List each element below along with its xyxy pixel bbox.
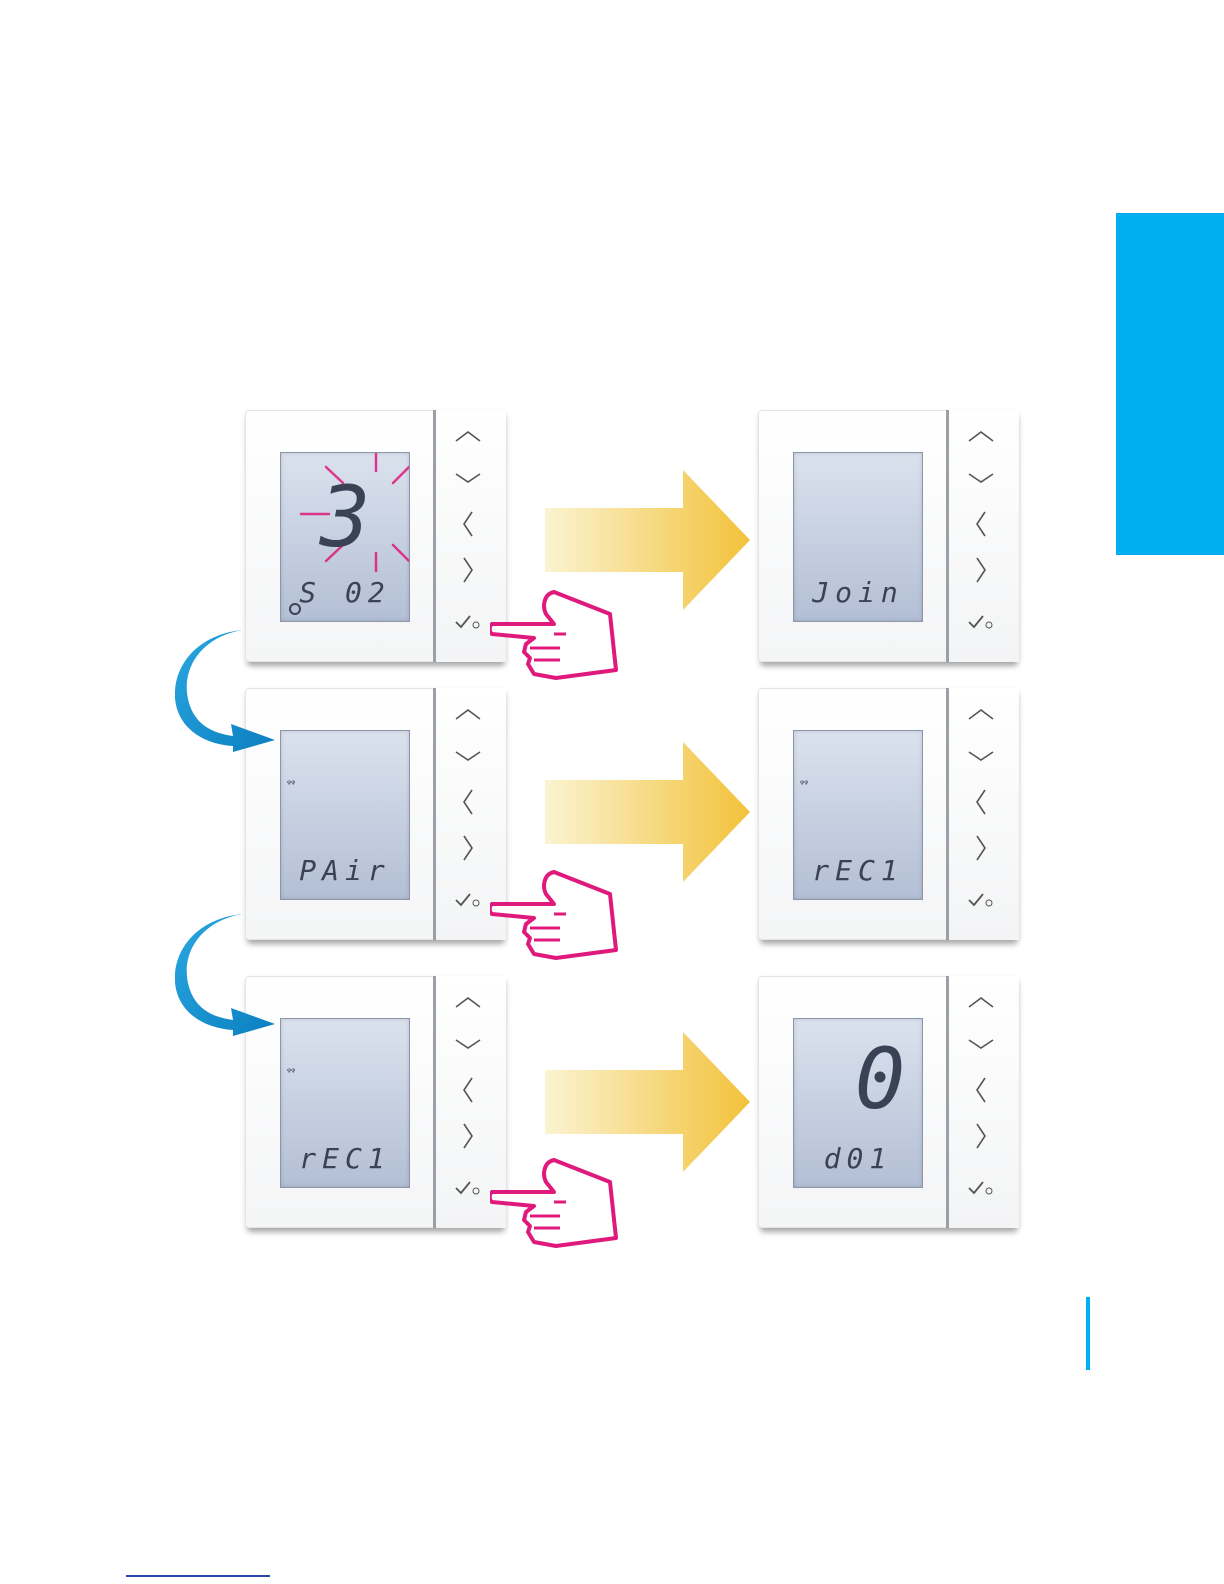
- pointing-hand-icon: [490, 1156, 625, 1248]
- left-chevron-icon: [461, 510, 475, 538]
- left-chevron-icon: [461, 788, 475, 816]
- down-button[interactable]: [438, 460, 498, 496]
- up-chevron-icon: [967, 707, 995, 721]
- curved-arrow-icon: [175, 628, 285, 753]
- down-chevron-icon: [967, 1037, 995, 1051]
- right-arrow-icon: [545, 742, 755, 882]
- down-button[interactable]: [951, 738, 1011, 774]
- right-chevron-icon: [974, 1122, 988, 1150]
- lcd-text: d01: [794, 1142, 922, 1175]
- up-chevron-icon: [454, 707, 482, 721]
- lcd-text: rEC1: [281, 1142, 409, 1175]
- up-button[interactable]: [438, 696, 498, 732]
- up-chevron-icon: [454, 429, 482, 443]
- button-column: [946, 410, 1019, 662]
- confirm-check-icon: [454, 1180, 482, 1196]
- right-button[interactable]: [438, 552, 498, 588]
- left-button[interactable]: [438, 506, 498, 542]
- left-chevron-icon: [974, 510, 988, 538]
- up-button[interactable]: [438, 984, 498, 1020]
- down-button[interactable]: [951, 460, 1011, 496]
- lcd-screen: 0 d01: [793, 1018, 923, 1188]
- confirm-button[interactable]: [438, 604, 498, 640]
- lcd-screen: Join: [793, 452, 923, 622]
- confirm-button[interactable]: [951, 882, 1011, 918]
- right-chevron-icon: [461, 834, 475, 862]
- lcd-text: S 02: [281, 576, 409, 609]
- lcd-text: Join: [794, 576, 922, 609]
- signal-icon: ᵠᵠ: [287, 779, 295, 790]
- lcd-screen: 3 S 02: [280, 452, 410, 622]
- left-button[interactable]: [438, 1072, 498, 1108]
- confirm-check-icon: [454, 892, 482, 908]
- left-chevron-icon: [974, 1076, 988, 1104]
- lcd-screen: ᵠᵠ rEC1: [280, 1018, 410, 1188]
- up-chevron-icon: [967, 429, 995, 443]
- down-chevron-icon: [454, 1037, 482, 1051]
- up-button[interactable]: [951, 984, 1011, 1020]
- button-column: [946, 688, 1019, 940]
- left-chevron-icon: [461, 1076, 475, 1104]
- confirm-check-icon: [967, 614, 995, 630]
- down-chevron-icon: [967, 749, 995, 763]
- signal-icon: ᵠᵠ: [800, 779, 808, 790]
- status-dot-icon: [289, 603, 301, 615]
- lcd-text: rEC1: [794, 854, 922, 887]
- right-chevron-icon: [461, 1122, 475, 1150]
- right-chevron-icon: [461, 556, 475, 584]
- down-button[interactable]: [438, 738, 498, 774]
- left-button[interactable]: [951, 506, 1011, 542]
- confirm-check-icon: [967, 1180, 995, 1196]
- up-button[interactable]: [438, 418, 498, 454]
- side-rule: [1086, 1297, 1090, 1370]
- up-chevron-icon: [967, 995, 995, 1009]
- thermostat-step1-result: Join: [758, 410, 1016, 662]
- left-button[interactable]: [438, 784, 498, 820]
- right-arrow-icon: [545, 1032, 755, 1172]
- right-button[interactable]: [438, 1118, 498, 1154]
- right-button[interactable]: [438, 830, 498, 866]
- lcd-text: PAir: [281, 854, 409, 887]
- confirm-check-icon: [967, 892, 995, 908]
- up-button[interactable]: [951, 418, 1011, 454]
- footer-rule: [126, 1575, 270, 1577]
- right-chevron-icon: [974, 834, 988, 862]
- right-button[interactable]: [951, 1118, 1011, 1154]
- down-button[interactable]: [951, 1026, 1011, 1062]
- pointing-hand-icon: [490, 588, 625, 680]
- pointing-hand-icon: [490, 868, 625, 960]
- up-chevron-icon: [454, 995, 482, 1009]
- left-button[interactable]: [951, 784, 1011, 820]
- lcd-screen: ᵠᵠ rEC1: [793, 730, 923, 900]
- curved-arrow-icon: [175, 912, 285, 1037]
- confirm-button[interactable]: [438, 1170, 498, 1206]
- confirm-button[interactable]: [951, 1170, 1011, 1206]
- thermostat-step2-result: ᵠᵠ rEC1: [758, 688, 1016, 940]
- down-button[interactable]: [438, 1026, 498, 1062]
- down-chevron-icon: [454, 749, 482, 763]
- right-button[interactable]: [951, 830, 1011, 866]
- confirm-button[interactable]: [951, 604, 1011, 640]
- lcd-big-digit: 0: [816, 1037, 944, 1121]
- lcd-big-digit: 3: [281, 475, 409, 559]
- right-chevron-icon: [974, 556, 988, 584]
- down-chevron-icon: [967, 471, 995, 485]
- left-button[interactable]: [951, 1072, 1011, 1108]
- up-button[interactable]: [951, 696, 1011, 732]
- confirm-button[interactable]: [438, 882, 498, 918]
- confirm-check-icon: [454, 614, 482, 630]
- signal-icon: ᵠᵠ: [287, 1067, 295, 1078]
- thermostat-step3-result: 0 d01: [758, 976, 1016, 1228]
- section-tab: [1116, 213, 1224, 555]
- thermostat-step1-start: 3 S 02: [245, 410, 503, 662]
- lcd-screen: ᵠᵠ PAir: [280, 730, 410, 900]
- right-button[interactable]: [951, 552, 1011, 588]
- button-column: [946, 976, 1019, 1228]
- left-chevron-icon: [974, 788, 988, 816]
- down-chevron-icon: [454, 471, 482, 485]
